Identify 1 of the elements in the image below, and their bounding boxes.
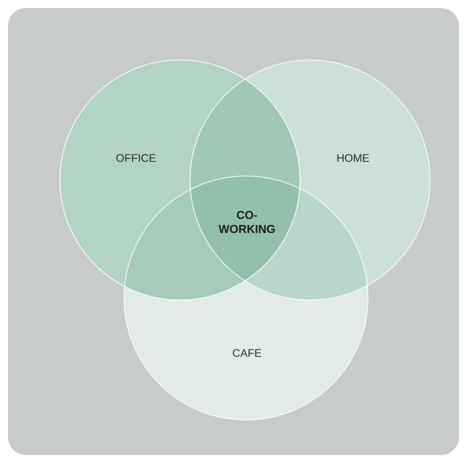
center-label: CO- WORKING bbox=[218, 210, 275, 234]
